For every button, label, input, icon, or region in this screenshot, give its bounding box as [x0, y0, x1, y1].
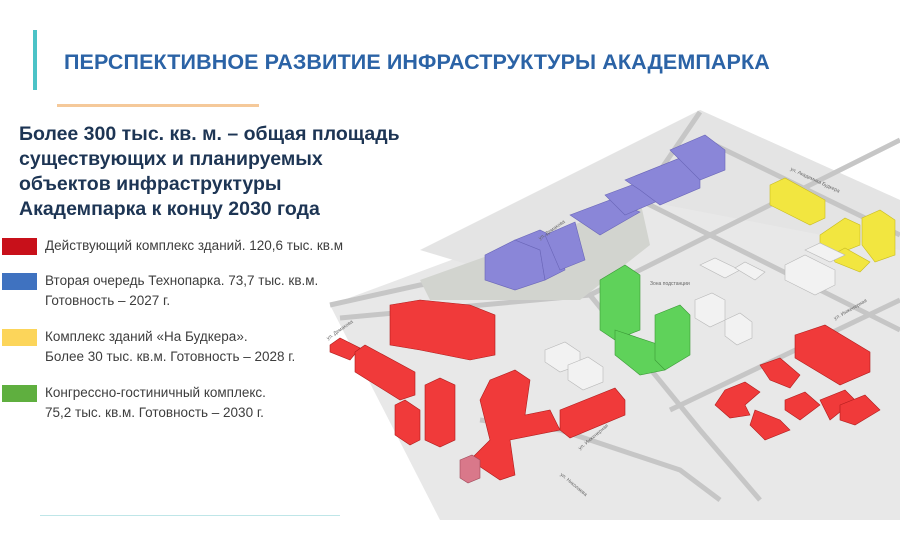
existing-buildings	[329, 299, 881, 481]
legend-swatch	[2, 238, 37, 255]
map-label-substation: Зона подстанции	[650, 281, 690, 287]
subtitle-line: существующих и планируемых	[19, 148, 323, 170]
slide-title: ПЕРСПЕКТИВНОЕ РАЗВИТИЕ ИНФРАСТРУКТУРЫ АК…	[64, 50, 770, 74]
legend-swatch	[2, 273, 37, 290]
tower-pink	[459, 454, 481, 484]
subtitle-line: Более 300 тыс. кв. м. – общая площадь	[19, 123, 400, 145]
subtitle-line: объектов инфраструктуры	[19, 173, 282, 195]
other-buildings	[544, 242, 846, 391]
subtitle-line: Академпарка к концу 2030 года	[19, 198, 320, 220]
legend-label: Действующий комплекс зданий. 120,6 тыс. …	[45, 236, 343, 256]
legend-line: Комплекс зданий «На Будкера».	[45, 329, 248, 344]
slide-subtitle: Более 300 тыс. кв. м. – общая площадь су…	[19, 122, 439, 222]
legend-label: Вторая очередь Технопарка. 73,7 тыс. кв.…	[45, 271, 318, 311]
legend-line: Более 30 тыс. кв.м. Готовность – 2028 г.	[45, 349, 296, 364]
congress-buildings	[599, 264, 691, 376]
legend-swatch	[2, 385, 37, 402]
bottom-divider	[40, 515, 340, 516]
legend-label: Комплекс зданий «На Будкера». Более 30 ты…	[45, 327, 295, 367]
legend-line: Вторая очередь Технопарка. 73,7 тыс. кв.…	[45, 273, 319, 288]
legend-line: Готовность – 2027 г.	[45, 293, 171, 308]
legend-line: Действующий комплекс зданий. 120,6 тыс. …	[45, 238, 344, 253]
divider	[57, 104, 259, 107]
legend-swatch	[2, 329, 37, 346]
legend-line: Конгрессно-гостиничный комплекс.	[45, 385, 266, 400]
legend-label: Конгрессно-гостиничный комплекс. 75,2 тыс…	[45, 383, 266, 423]
accent-bar	[33, 30, 37, 90]
technopark-buildings	[484, 134, 726, 291]
legend-line: 75,2 тыс. кв.м. Готовность – 2030 г.	[45, 405, 264, 420]
